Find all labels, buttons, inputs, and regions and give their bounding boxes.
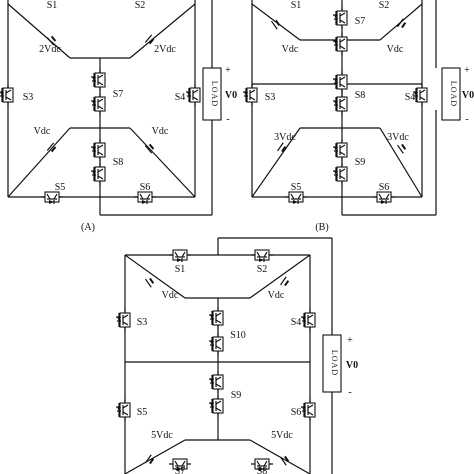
output-label-b: V0: [462, 90, 474, 101]
source-label-b-2: Vdc: [387, 44, 404, 55]
switch-label-c-s7: S7: [175, 466, 186, 474]
plus-label-b: +: [464, 65, 470, 76]
minus-label-c: -: [348, 387, 351, 398]
minus-label-b: -: [465, 114, 468, 125]
switch-label-c-s6: S6: [291, 407, 302, 418]
source-label-a-1: 2Vdc: [39, 44, 61, 55]
load-label-b: LOAD: [449, 81, 458, 107]
switch-label-a-s4: S4: [175, 92, 186, 103]
load-label-a: LOAD: [210, 81, 219, 107]
source-label-a-3: Vdc: [34, 126, 51, 137]
switch-label-b-s2: S2: [379, 0, 390, 11]
source-label-c-3: 5Vdc: [151, 430, 173, 441]
switch-label-c-s5: S5: [137, 407, 148, 418]
source-label-c-1: Vdc: [162, 290, 179, 301]
switch-label-a-s6: S6: [140, 182, 151, 193]
switch-label-c-s2: S2: [257, 264, 268, 275]
switch-label-c-s3: S3: [137, 317, 148, 328]
output-label-a: V0: [225, 90, 237, 101]
source-label-b-4: 3Vdc: [387, 132, 409, 143]
source-label-b-3: 3Vdc: [274, 132, 296, 143]
switch-label-a-s8: S8: [113, 157, 124, 168]
source-label-a-4: Vdc: [152, 126, 169, 137]
load-box-b: [441, 67, 461, 121]
source-label-a-2: 2Vdc: [154, 44, 176, 55]
source-label-c-2: Vdc: [268, 290, 285, 301]
switch-label-a-s5: S5: [55, 182, 66, 193]
switch-label-a-s1: S1: [47, 0, 58, 11]
switch-label-b-s6: S6: [379, 182, 390, 193]
circuit-panel-b: [242, 0, 461, 216]
switch-label-c-s9: S9: [231, 390, 242, 401]
load-box-a: [202, 67, 222, 121]
switch-label-b-s4: S4: [405, 92, 416, 103]
output-label-c: V0: [346, 360, 358, 371]
switch-label-c-s1: S1: [175, 264, 186, 275]
switch-label-b-s5: S5: [291, 182, 302, 193]
switch-label-b-s3: S3: [265, 92, 276, 103]
switch-label-b-s9: S9: [355, 157, 366, 168]
minus-label-a: -: [226, 114, 229, 125]
switch-label-b-s8: S8: [355, 90, 366, 101]
switch-label-b-s7: S7: [355, 16, 366, 27]
switch-label-c-s10: S10: [230, 330, 246, 341]
plus-label-c: +: [347, 335, 353, 346]
circuit-panel-a: [0, 0, 222, 216]
switch-label-c-s4: S4: [291, 317, 302, 328]
load-box-c: [322, 334, 342, 393]
caption-b: (B): [315, 222, 328, 233]
plus-label-a: +: [225, 65, 231, 76]
circuit-panel-c: [115, 237, 342, 474]
caption-a: (A): [81, 222, 95, 233]
source-label-b-1: Vdc: [282, 44, 299, 55]
load-label-c: LOAD: [330, 350, 339, 376]
switch-label-b-s1: S1: [291, 0, 302, 11]
switch-label-a-s3: S3: [23, 92, 34, 103]
source-label-c-4: 5Vdc: [271, 430, 293, 441]
switch-label-a-s2: S2: [135, 0, 146, 11]
switch-label-c-s8: S8: [257, 466, 268, 474]
switch-label-a-s7: S7: [113, 89, 124, 100]
